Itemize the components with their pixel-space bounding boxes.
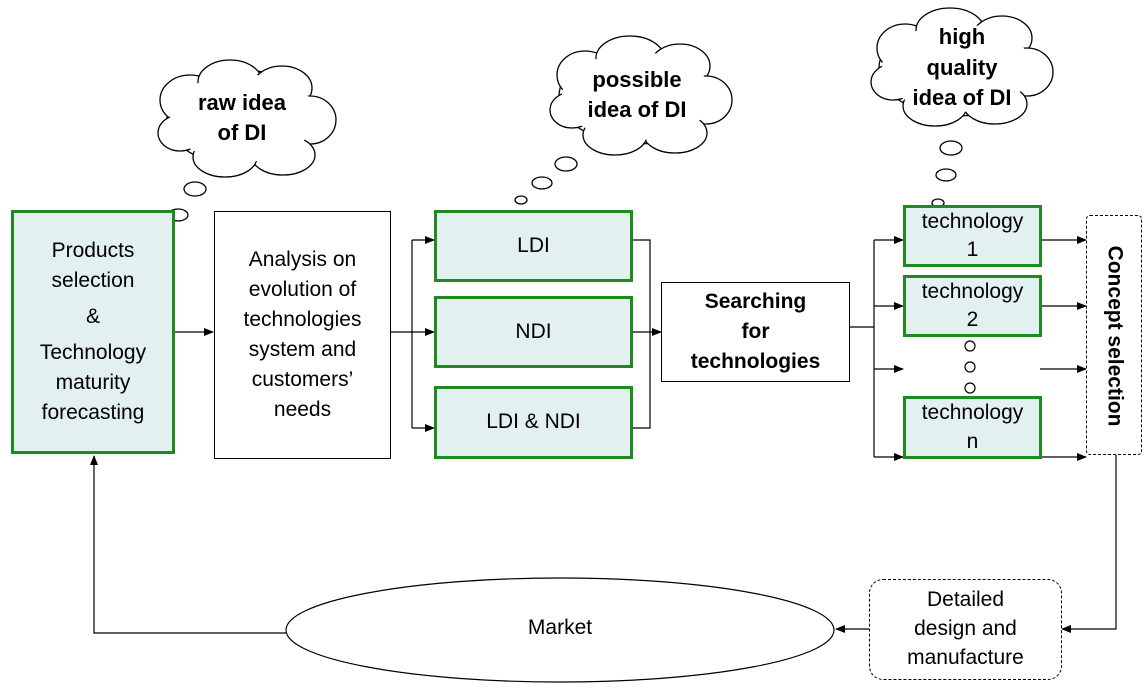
technology-2-box: technology 2	[903, 275, 1042, 337]
cloud-high-quality-bubbles	[931, 140, 963, 208]
detailed-line-1: Detailed	[926, 588, 1005, 612]
analysis-line-2: evolution of	[248, 277, 357, 301]
arrow-concept-to-detailed	[1061, 454, 1117, 633]
products-line-3: &	[85, 304, 100, 328]
analysis-line-1: Analysis on	[248, 247, 357, 271]
concept-selection-label-wrap: Concept selection	[1087, 217, 1141, 454]
searching-box: Searching for technologies	[661, 282, 850, 382]
tech2-line-2: 2	[966, 308, 979, 331]
ldi-ndi-box: LDI & NDI	[434, 386, 633, 459]
searching-line-2: for	[741, 320, 770, 344]
ndi-box: NDI	[434, 296, 633, 368]
products-line-2: selection	[51, 268, 135, 292]
analysis-line-3: technologies	[243, 307, 362, 331]
cloud-high-line-1: high	[938, 24, 986, 50]
market-label: Market	[527, 616, 593, 639]
cloud-high-line-2: quality	[926, 54, 998, 80]
techn-line-2: n	[966, 429, 979, 453]
market-ellipse	[285, 577, 835, 683]
cloud-raw-line-1: raw idea	[197, 89, 287, 115]
cloud-raw-idea-fill	[170, 74, 315, 162]
tech1-line-1: technology	[921, 209, 1024, 233]
cloud-possible-idea-fill	[562, 52, 712, 140]
cloud-high-line-3: idea of DI	[912, 85, 1012, 111]
cloud-high-quality-idea-fill	[882, 24, 1032, 112]
cloud-raw-idea-text: raw idea of DI	[182, 84, 302, 152]
concept-selection-box	[1086, 215, 1142, 455]
detailed-line-3: manufacture	[907, 645, 1024, 669]
products-line-5: maturity	[55, 371, 131, 395]
products-line-1: Products	[51, 238, 135, 262]
tech2-line-1: technology	[921, 279, 1024, 303]
technology-n-box: technology n	[903, 396, 1042, 459]
cloud-possible-idea-text: possible idea of DI	[572, 61, 702, 129]
ellipsis-dots	[964, 340, 976, 394]
merge-bracket	[633, 239, 651, 429]
arrow-market-to-products	[90, 455, 286, 634]
cloud-possible-idea-bubbles	[514, 156, 578, 205]
analysis-line-4: system and	[248, 338, 357, 361]
ldi-ndi-label: LDI & NDI	[486, 410, 581, 434]
cloud-possible-line-1: possible	[592, 66, 682, 92]
ldi-label: LDI	[517, 233, 550, 257]
products-line-4: Technology	[39, 341, 147, 364]
technology-1-box: technology 1	[903, 205, 1042, 267]
ldi-box: LDI	[434, 210, 633, 282]
techn-line-1: technology	[921, 401, 1024, 425]
ndi-label: NDI	[515, 319, 552, 343]
detailed-line-2: design and	[914, 617, 1017, 641]
detailed-design-box: Detailed design and manufacture	[869, 579, 1062, 680]
searching-line-3: technologies	[690, 349, 821, 373]
tech1-line-2: 1	[966, 238, 979, 261]
searching-line-1: Searching	[704, 290, 807, 314]
cloud-possible-line-2: idea of DI	[587, 97, 687, 122]
products-selection-box: Products selection & Technology maturity…	[11, 210, 175, 454]
analysis-box: Analysis on evolution of technologies sy…	[214, 211, 391, 459]
cloud-high-quality-text: high quality idea of DI	[897, 20, 1027, 116]
cloud-raw-line-2: of DI	[217, 120, 267, 145]
products-line-6: forecasting	[41, 401, 145, 425]
analysis-line-6: needs	[273, 398, 332, 422]
concept-selection-label: Concept selection	[1103, 245, 1126, 426]
analysis-line-5: customers’	[251, 368, 354, 392]
